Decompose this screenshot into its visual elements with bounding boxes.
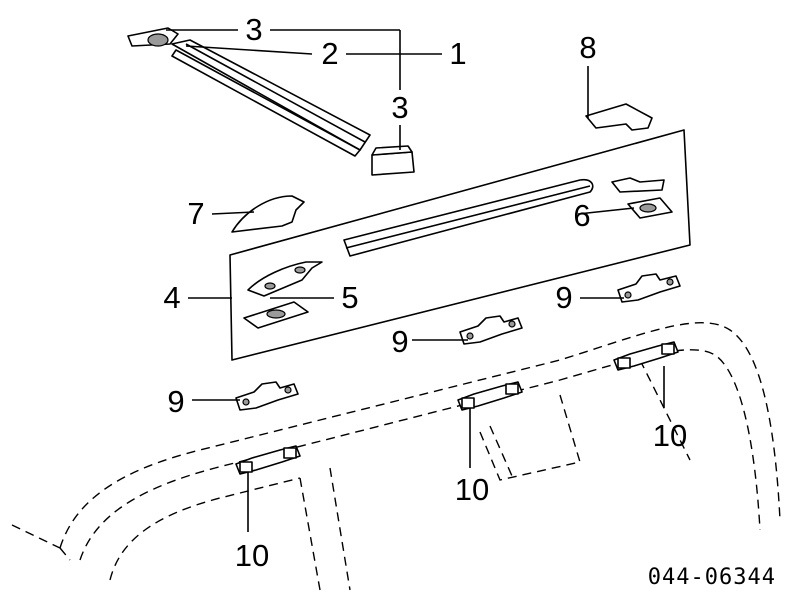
callout-10-right: 10 xyxy=(653,418,687,453)
part-3-rear-cap xyxy=(371,145,415,176)
callout-labels: 3 2 1 3 8 7 6 4 5 9 9 9 10 10 10 xyxy=(163,12,687,573)
part-4-rail xyxy=(343,178,594,257)
callout-5: 5 xyxy=(341,280,358,315)
callout-2: 2 xyxy=(321,36,338,71)
callout-1: 1 xyxy=(449,36,466,71)
part-9-bracket-mid xyxy=(459,315,523,345)
callout-9-mid: 9 xyxy=(391,324,408,359)
callout-4: 4 xyxy=(163,280,180,315)
callout-8: 8 xyxy=(579,30,596,65)
part-10-plate-left xyxy=(235,445,301,475)
callout-6: 6 xyxy=(573,198,590,233)
part-3-front-cap xyxy=(127,27,179,47)
roof-outline xyxy=(11,322,781,591)
callout-10-left: 10 xyxy=(235,538,269,573)
part-7-cover xyxy=(231,195,305,233)
part-4-panel xyxy=(229,129,691,361)
callout-7: 7 xyxy=(187,196,204,231)
part-10-plate-right xyxy=(613,341,679,371)
figure-code: 044-06344 xyxy=(648,565,776,590)
part-2-upper-rail xyxy=(171,39,371,157)
callout-3-lower: 3 xyxy=(391,90,408,125)
part-8-cover xyxy=(585,103,653,131)
part-9-bracket-right xyxy=(617,273,681,303)
callout-3-top: 3 xyxy=(245,12,262,47)
leader-lines xyxy=(166,29,665,532)
part-5-bracket xyxy=(243,261,323,329)
part-6-pad xyxy=(611,177,673,219)
callout-9-right: 9 xyxy=(555,280,572,315)
part-10-plate-mid xyxy=(457,381,523,411)
part-9-bracket-left xyxy=(235,381,299,411)
callout-10-mid: 10 xyxy=(455,472,489,507)
callout-9-left: 9 xyxy=(167,384,184,419)
